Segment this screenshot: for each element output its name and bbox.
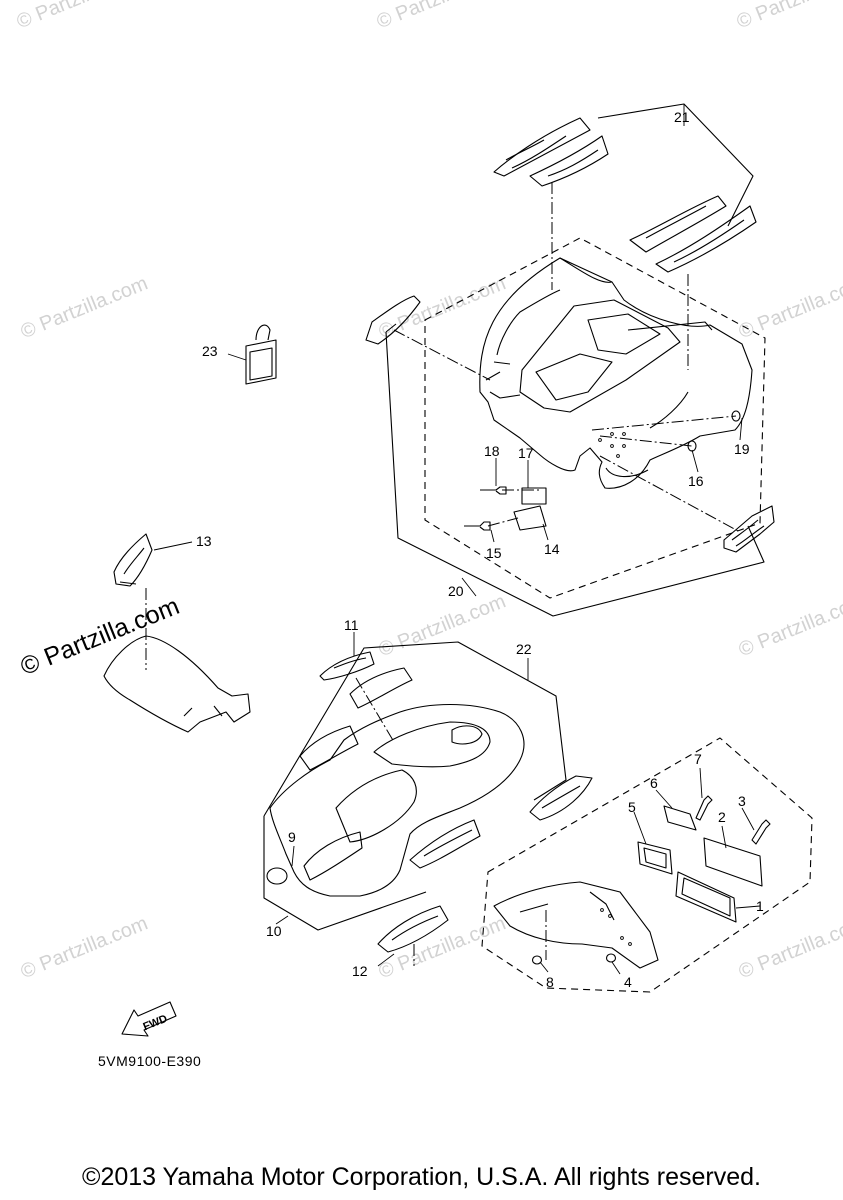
decal-13 xyxy=(113,533,153,587)
tag-23 xyxy=(245,339,277,385)
nut-8 xyxy=(531,955,543,965)
callout-7: 7 xyxy=(694,751,702,767)
group-outline-dashed-20 xyxy=(424,237,766,599)
front-guard xyxy=(493,881,659,969)
callout-20: 20 xyxy=(448,583,464,599)
callout-3: 3 xyxy=(738,793,746,809)
screw-3 xyxy=(751,819,771,845)
plate-14 xyxy=(513,505,547,531)
callout-19: 19 xyxy=(734,441,750,457)
callout-1: 1 xyxy=(756,898,764,914)
screw-7 xyxy=(695,795,713,821)
callout-6: 6 xyxy=(650,775,658,791)
callout-8: 8 xyxy=(546,974,554,990)
callout-10: 10 xyxy=(266,923,282,939)
callout-13: 13 xyxy=(196,533,212,549)
decal-rear-right xyxy=(723,505,775,553)
frame-5 xyxy=(637,841,673,875)
decal-fender-right xyxy=(529,775,593,821)
decal-12 xyxy=(377,905,449,953)
fwd-label: FWD xyxy=(141,1013,169,1034)
seat xyxy=(103,635,251,733)
decal-9 xyxy=(266,867,288,885)
callout-9: 9 xyxy=(288,829,296,845)
screw-18 xyxy=(480,486,507,495)
group-outline-20 xyxy=(385,323,765,617)
decal-21-upper-right xyxy=(529,135,609,187)
plate-6 xyxy=(663,805,697,831)
decal-21-upper-left xyxy=(493,117,591,177)
callout-14: 14 xyxy=(544,541,560,557)
callout-16: 16 xyxy=(688,473,704,489)
nut-4 xyxy=(605,953,617,963)
rear-fender xyxy=(479,257,753,489)
front-fender xyxy=(269,704,525,897)
frame-1 xyxy=(675,871,737,923)
screw-15 xyxy=(464,521,491,531)
copyright-text: ©2013 Yamaha Motor Corporation, U.S.A. A… xyxy=(82,1163,761,1191)
callout-23: 23 xyxy=(202,343,218,359)
plate-17 xyxy=(521,487,547,505)
decal-11 xyxy=(319,651,375,681)
callout-17: 17 xyxy=(518,445,534,461)
callout-2: 2 xyxy=(718,809,726,825)
plate-2 xyxy=(703,837,763,887)
group-outline-22 xyxy=(263,641,567,817)
group-outline-dashed-front xyxy=(481,737,813,993)
callout-18: 18 xyxy=(484,443,500,459)
callout-15: 15 xyxy=(486,545,502,561)
storage-box xyxy=(519,299,681,413)
callout-22: 22 xyxy=(516,641,532,657)
callout-12: 12 xyxy=(352,963,368,979)
callout-21: 21 xyxy=(674,109,690,125)
decal-21-right-2 xyxy=(655,205,757,273)
callout-4: 4 xyxy=(624,974,632,990)
callout-5: 5 xyxy=(628,799,636,815)
callout-11: 11 xyxy=(344,617,359,633)
diagram-code: 5VM9100-E390 xyxy=(98,1053,202,1069)
decal-21-right-1 xyxy=(629,195,727,253)
fwd-arrow xyxy=(121,1001,177,1037)
decal-fender-lower xyxy=(409,819,481,869)
